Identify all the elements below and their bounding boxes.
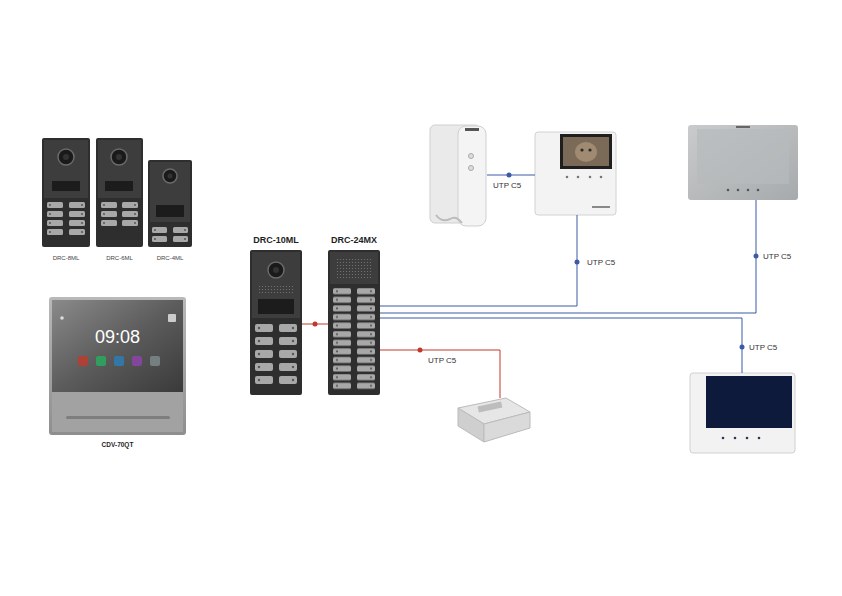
device-panel: DRC-6ML xyxy=(96,138,143,247)
device-panel: DRC-8ML xyxy=(42,138,90,247)
cable-label: UTP C5 xyxy=(586,258,616,268)
model-name: DRC-4ML xyxy=(157,255,184,261)
model-name: DRC-24MX xyxy=(331,236,377,245)
device-panel: CDV-70QT xyxy=(49,297,186,435)
clock-time: 09:08 xyxy=(95,328,140,346)
cable-label: UTP C5 xyxy=(492,181,522,191)
model-name: DRC-8ML xyxy=(53,255,80,261)
model-name: DRC-6ML xyxy=(106,255,133,261)
model-name: CDV-70QT xyxy=(102,442,134,449)
bus-connector xyxy=(302,322,328,327)
model-name: DRC-10ML xyxy=(253,236,299,245)
device-panel: DRC-4ML xyxy=(148,160,192,247)
device-panel: DRC-24MX xyxy=(328,250,380,395)
cable-label: UTP C5 xyxy=(748,343,778,353)
cable-label: UTP C5 xyxy=(762,252,792,262)
cable-label: UTP C5 xyxy=(427,356,457,366)
device-panel: DRC-10ML xyxy=(250,250,302,395)
